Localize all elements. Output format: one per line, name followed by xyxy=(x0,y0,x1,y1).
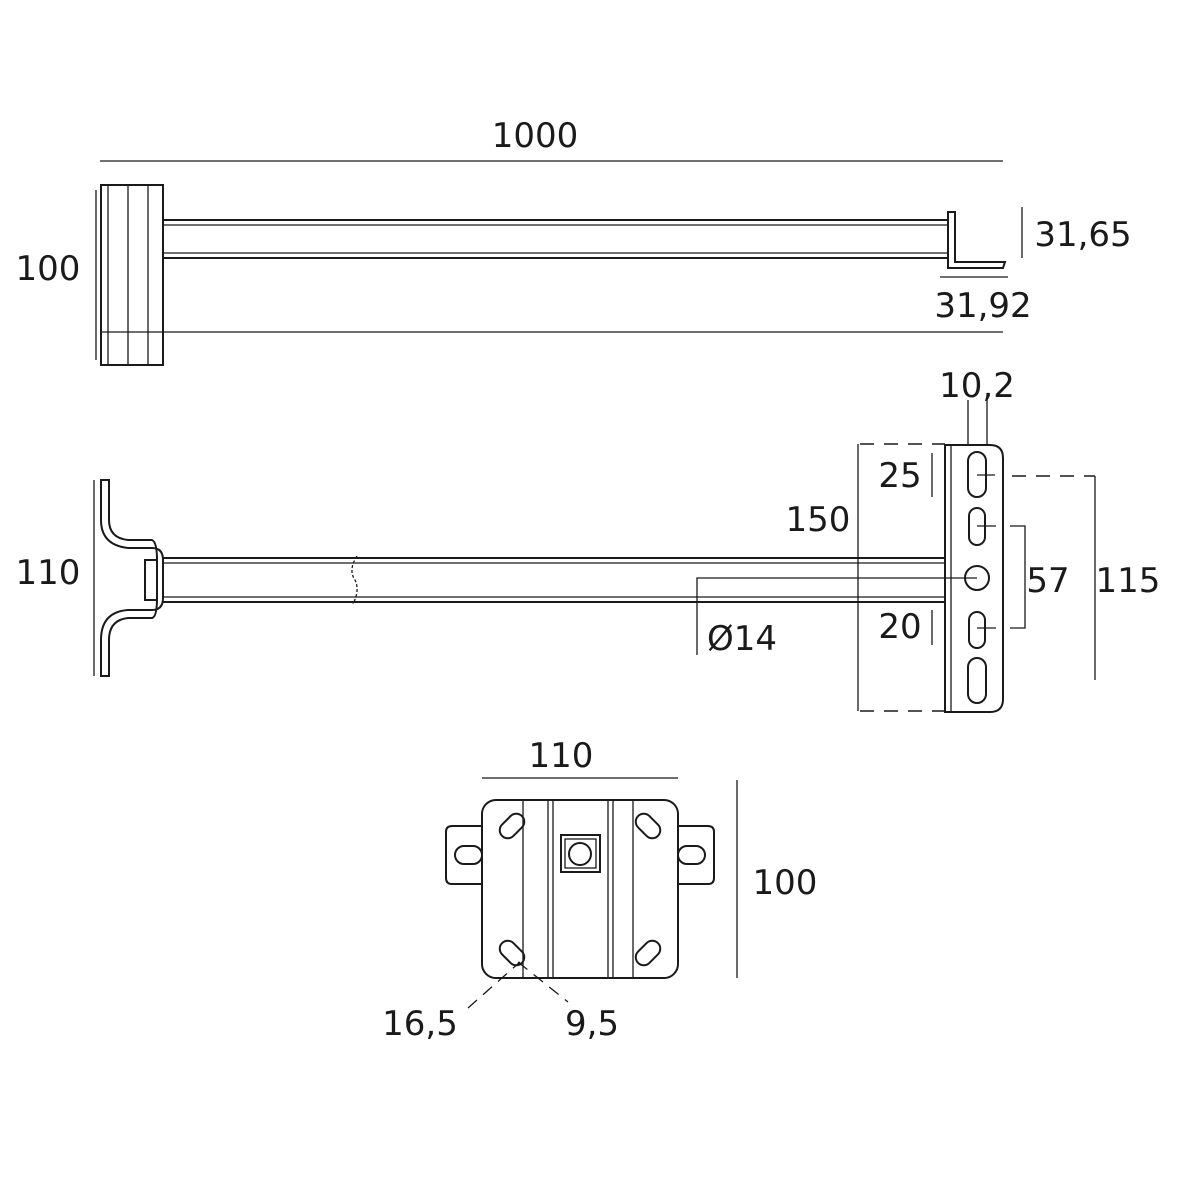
label-slot-width: 10,2 xyxy=(939,366,1015,406)
label-hook-height: 31,65 xyxy=(1034,215,1131,255)
front-view: 110 100 16,5 9,5 xyxy=(382,736,817,1044)
label-slot-spacing: 57 xyxy=(1026,561,1069,601)
end-hook xyxy=(947,211,1007,269)
wall-bracket xyxy=(100,479,164,677)
label-hole-diameter: Ø14 xyxy=(707,619,777,659)
top-view: 1000 100 31,65 31,92 xyxy=(16,116,1132,366)
wall-block xyxy=(100,184,164,366)
label-length: 1000 xyxy=(492,116,579,156)
label-bottom-offset: 20 xyxy=(878,607,921,647)
arm-top xyxy=(163,219,948,259)
label-bracket-height: 110 xyxy=(16,553,81,593)
right-ear xyxy=(678,825,715,885)
label-width: 110 xyxy=(529,736,594,776)
label-height: 100 xyxy=(753,863,818,903)
label-slot-width: 9,5 xyxy=(565,1004,619,1044)
label-slot-length: 16,5 xyxy=(382,1004,458,1044)
label-plate-height: 150 xyxy=(786,500,851,540)
corner-slots xyxy=(498,812,662,967)
center-square xyxy=(560,834,601,873)
arm-side xyxy=(163,555,945,605)
label-slot-span: 115 xyxy=(1096,561,1161,601)
label-top-offset: 25 xyxy=(878,456,921,496)
side-view: 110 150 25 20 10,2 57 115 Ø14 xyxy=(16,366,1161,713)
left-ear xyxy=(445,825,482,885)
front-plate xyxy=(481,799,679,979)
label-hook-width: 31,92 xyxy=(934,286,1031,326)
label-height: 100 xyxy=(16,249,81,289)
mounting-plate xyxy=(944,444,1004,713)
